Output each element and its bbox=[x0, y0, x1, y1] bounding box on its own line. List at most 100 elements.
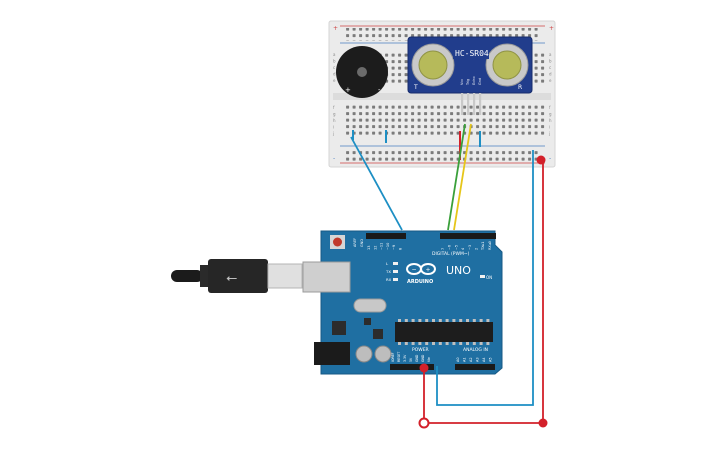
row-label-c: c bbox=[333, 65, 335, 70]
chip-pin bbox=[411, 319, 415, 322]
usb-cable-end bbox=[171, 270, 203, 282]
usb-plug-metal bbox=[267, 263, 303, 289]
piezo-buzzer: + - bbox=[336, 46, 388, 143]
chip-pin bbox=[445, 342, 449, 345]
buzzer-plus-label: + bbox=[345, 86, 351, 94]
row-label-f-right: f bbox=[549, 105, 551, 110]
sensor-pin-label-vcc: Vcc bbox=[460, 79, 464, 85]
power-pin-label: Vin bbox=[427, 357, 431, 362]
row-label-a: a bbox=[333, 52, 336, 57]
digital-pin-label: 7 bbox=[441, 248, 445, 250]
reset-button[interactable] bbox=[333, 237, 342, 247]
buzzer-minus-label: - bbox=[378, 86, 381, 94]
digital-pin-label: TX▸1 bbox=[481, 241, 485, 251]
chip-pin bbox=[418, 319, 422, 322]
row-label-e: e bbox=[333, 78, 336, 83]
wire-gnd-rail[interactable] bbox=[436, 150, 534, 406]
on-led-label: ON bbox=[486, 275, 492, 280]
row-label-j-right: j bbox=[548, 131, 550, 136]
sensor-mesh-right bbox=[492, 50, 522, 80]
sensor-pin-label-trig: Trig bbox=[466, 79, 470, 86]
analog-pin-label: A2 bbox=[469, 357, 473, 362]
row-label-h-right: h bbox=[549, 118, 552, 123]
digital-pin-label: ~6 bbox=[448, 245, 452, 250]
digital-pin-label: 4 bbox=[461, 247, 465, 250]
led-label-tx: TX bbox=[385, 269, 391, 274]
chip-pin bbox=[418, 342, 422, 345]
chip-pin bbox=[459, 319, 463, 322]
wire-bend-handle-2[interactable] bbox=[538, 418, 548, 428]
digital-pin-label: 12 bbox=[373, 246, 377, 250]
wire-trig[interactable] bbox=[447, 123, 466, 231]
analog-pin-label: A0 bbox=[456, 357, 460, 362]
digital-pin-label: 2 bbox=[475, 248, 479, 250]
svg-text:+: + bbox=[426, 267, 431, 274]
wire-5v-rail[interactable] bbox=[423, 160, 544, 424]
row-label-c-right: c bbox=[549, 65, 551, 70]
chip-pin bbox=[479, 342, 483, 345]
chip-pins bbox=[398, 319, 490, 345]
analog-pin-label: A3 bbox=[476, 357, 480, 362]
wire-5v-endpoint[interactable] bbox=[419, 363, 429, 373]
led-tx bbox=[393, 270, 398, 273]
dc-power-jack bbox=[314, 342, 350, 365]
chip-pin bbox=[398, 319, 401, 322]
chip-pin bbox=[472, 319, 476, 322]
row-label-g-right: g bbox=[549, 112, 552, 117]
sensor-mesh-left bbox=[418, 50, 448, 80]
voltage-regulator bbox=[332, 321, 346, 335]
chip-pin bbox=[459, 342, 463, 345]
small-chip-1 bbox=[364, 318, 371, 325]
crystal-oscillator bbox=[353, 298, 387, 313]
power-pin-label: RESET bbox=[397, 352, 401, 362]
row-label-j: j bbox=[332, 131, 334, 136]
gnd-label: GND bbox=[360, 239, 364, 247]
sensor-pin-label-echo: Echo bbox=[472, 77, 476, 86]
center-channel bbox=[333, 93, 551, 100]
chip-pin bbox=[438, 319, 442, 322]
wire-bend-handle-1[interactable] bbox=[418, 417, 430, 429]
usb-cable: ⭠ bbox=[171, 259, 303, 293]
atmega-chip bbox=[395, 322, 493, 342]
analog-pin-label: A4 bbox=[482, 357, 486, 362]
rail-label-minus-right: - bbox=[549, 155, 551, 162]
chip-pin bbox=[438, 342, 442, 345]
wire-echo[interactable] bbox=[453, 123, 472, 231]
analog-header bbox=[455, 364, 495, 370]
digital-pin-label: 8 bbox=[399, 248, 403, 250]
usb-icon: ⭠ bbox=[226, 270, 237, 286]
wire-5v-breadboard-endpoint[interactable] bbox=[536, 155, 546, 165]
chip-pin bbox=[445, 319, 449, 322]
power-pin-label: 3.3V bbox=[403, 354, 407, 362]
rail-label-plus-right: + bbox=[549, 25, 554, 32]
wires[interactable] bbox=[350, 123, 548, 429]
chip-pin bbox=[472, 342, 476, 345]
digital-header-left bbox=[366, 233, 406, 239]
digital-pin-label: ~10 bbox=[386, 243, 390, 250]
chip-pin bbox=[486, 342, 490, 345]
sensor-label: HC-SR04 bbox=[455, 49, 489, 58]
led-label-rx: RX bbox=[386, 277, 392, 282]
bottom-rail-holes bbox=[343, 148, 541, 161]
power-pin-label: GND bbox=[421, 354, 425, 362]
power-pin-label: GND bbox=[415, 354, 419, 362]
board-name: UNO bbox=[446, 264, 471, 277]
digital-pin-label: ~3 bbox=[468, 245, 472, 250]
chip-pin bbox=[486, 319, 490, 322]
chip-pin bbox=[432, 342, 435, 345]
analog-pin-label: A1 bbox=[463, 357, 467, 362]
sensor-pin-gnd bbox=[479, 93, 482, 115]
row-label-i: i bbox=[333, 125, 334, 130]
chip-pin bbox=[404, 342, 408, 345]
wire-buzzer-to-pin[interactable] bbox=[350, 136, 403, 231]
sensor-label-bg bbox=[453, 46, 489, 59]
power-label: POWER bbox=[412, 347, 429, 353]
chip-pin bbox=[425, 319, 429, 322]
power-pin-label: 5V bbox=[409, 357, 413, 362]
power-pin-label: IOREF bbox=[391, 352, 395, 362]
